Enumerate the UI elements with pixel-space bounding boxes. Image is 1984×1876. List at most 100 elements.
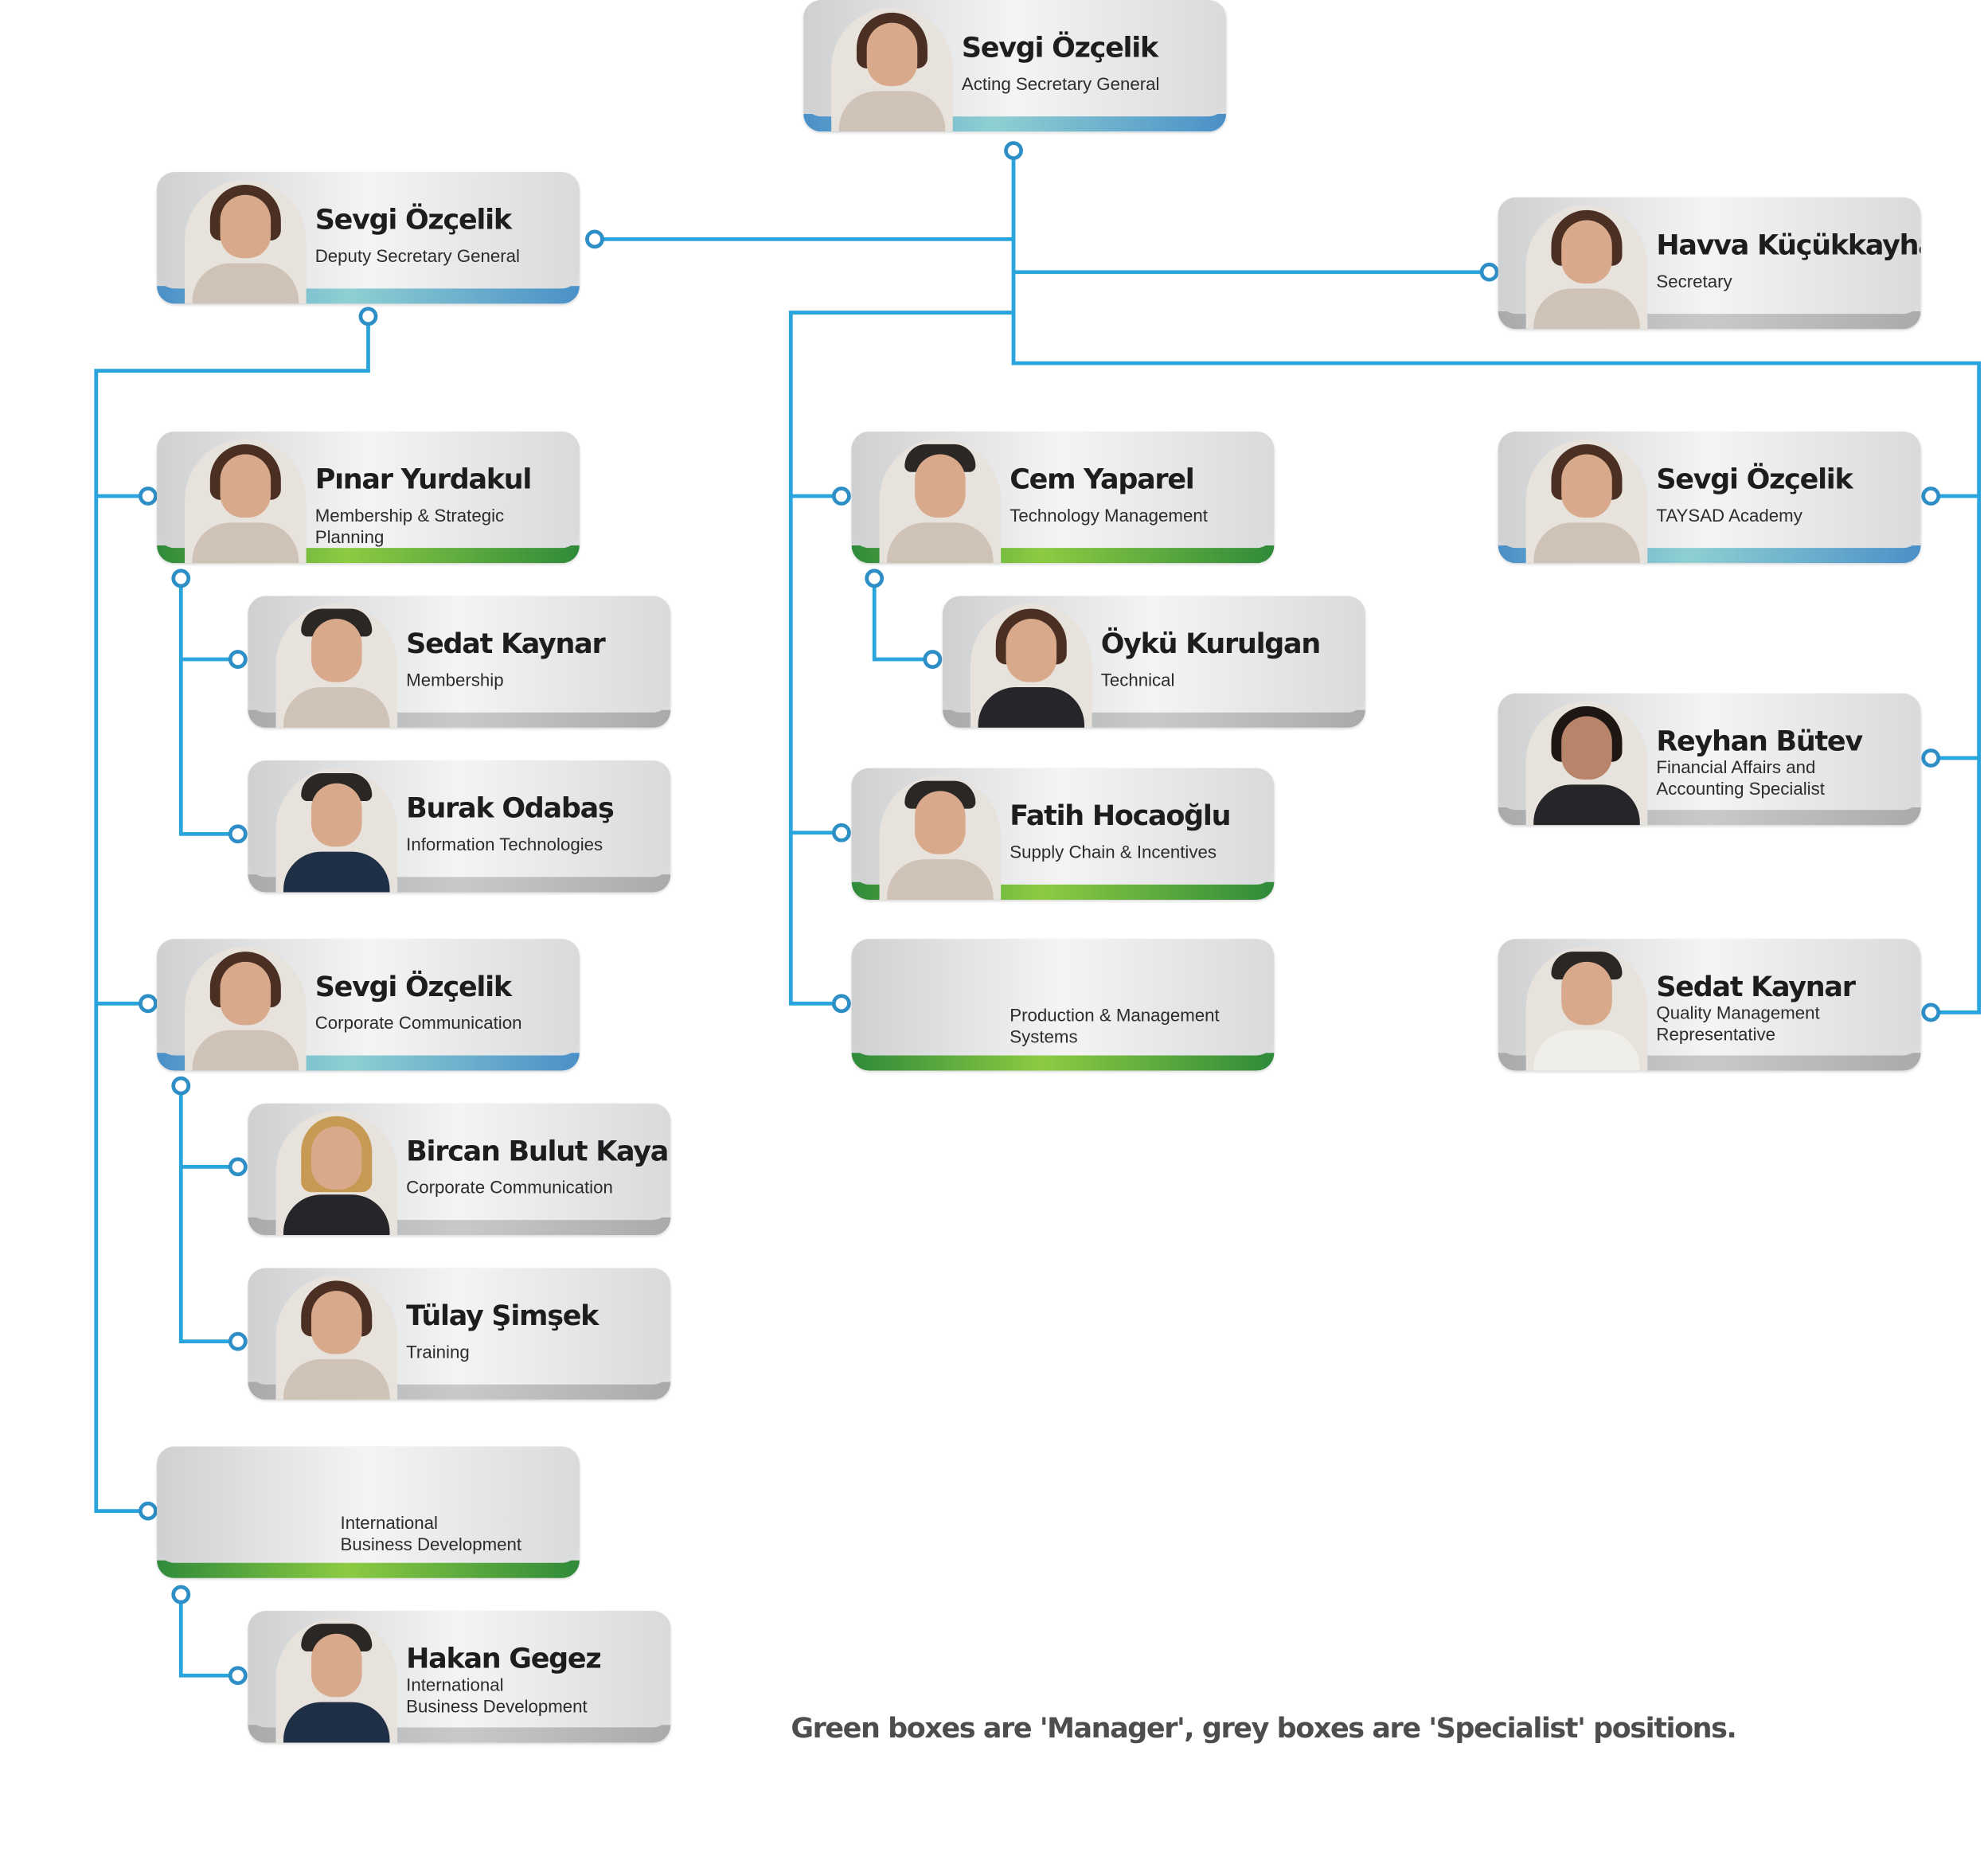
avatar: [1525, 946, 1648, 1071]
connector-node: [923, 650, 943, 669]
card-production-management-systems[interactable]: Production & Management Systems: [851, 939, 1275, 1071]
connector-node: [171, 569, 191, 588]
position-title: Training: [406, 1341, 470, 1362]
position-title-line: Production & Management: [1010, 1004, 1220, 1026]
person-name: Sevgi Özçelik: [314, 205, 512, 237]
card-taysad-academy[interactable]: Sevgi Özçelik TAYSAD Academy: [1498, 431, 1921, 564]
card-membership[interactable]: Sedat Kaynar Membership: [248, 596, 671, 728]
avatar: [275, 768, 398, 893]
person-name: Tülay Şimşek: [406, 1300, 599, 1333]
connector-node: [1921, 748, 1941, 768]
connector-node: [358, 307, 378, 326]
connector-node: [831, 487, 851, 506]
position-title-line: Systems: [1010, 1026, 1078, 1047]
connector-node: [171, 1585, 191, 1604]
position-title: Membership & Strategic Planning: [314, 505, 505, 547]
avatar: [185, 179, 307, 304]
position-title: Production & Management Systems: [1010, 1005, 1269, 1048]
connector-node: [228, 1666, 248, 1686]
connector-node: [585, 229, 604, 249]
avatar: [1525, 701, 1648, 826]
avatar: [970, 604, 1092, 728]
role-band: [851, 1053, 1275, 1071]
connector-node: [139, 487, 158, 506]
position-title-line: International: [340, 1512, 438, 1533]
person-name: Sedat Kaynar: [1656, 971, 1856, 1004]
position-title: TAYSAD Academy: [1656, 505, 1802, 526]
position-title: Financial Affairs and Accounting Special…: [1656, 756, 1916, 799]
connector-node: [1004, 141, 1023, 161]
card-financial-affairs[interactable]: Reyhan Bütev Financial Affairs and Accou…: [1498, 693, 1921, 826]
avatar: [275, 1111, 398, 1236]
connector-node: [228, 824, 248, 844]
position-title-line: Financial Affairs and: [1656, 756, 1816, 777]
person-name: Hakan Gegez: [406, 1643, 602, 1676]
card-technical[interactable]: Öykü Kurulgan Technical: [943, 596, 1365, 728]
card-technology-management[interactable]: Cem Yaparel Technology Management: [851, 431, 1275, 564]
position-title-line: Business Development: [340, 1534, 522, 1554]
avatar: [879, 776, 1002, 900]
connector-node: [171, 1076, 191, 1096]
avatar: [879, 439, 1002, 564]
connector-node: [831, 823, 851, 842]
person-name: Sevgi Özçelik: [961, 33, 1158, 65]
position-title: Membership: [406, 669, 504, 690]
position-title: International Business Development: [406, 1675, 666, 1718]
card-corporate-communication[interactable]: Bircan Bulut Kaya Corporate Communicatio…: [248, 1103, 671, 1236]
card-international-business-development-lead[interactable]: International Business Development: [157, 1446, 580, 1578]
position-title-line: Representative: [1656, 1023, 1776, 1045]
card-quality-management[interactable]: Sedat Kaynar Quality Management Represen…: [1498, 939, 1921, 1071]
person-name: Sedat Kaynar: [406, 628, 606, 661]
legend-note: Green boxes are 'Manager', grey boxes ar…: [791, 1713, 1736, 1745]
card-training[interactable]: Tülay Şimşek Training: [248, 1268, 671, 1400]
card-membership-strategic-planning[interactable]: Pınar Yurdakul Membership & Strategic Pl…: [157, 431, 580, 564]
avatar: [275, 1276, 398, 1400]
position-title-line: Quality Management: [1656, 1002, 1820, 1023]
connector-node: [228, 1331, 248, 1351]
position-title: Technical: [1100, 669, 1175, 690]
person-name: Burak Odabaş: [406, 793, 615, 826]
person-name: Pınar Yurdakul: [314, 464, 533, 497]
position-title-line: Accounting Specialist: [1656, 778, 1825, 799]
position-title: Quality Management Representative: [1656, 1002, 1916, 1045]
avatar: [185, 946, 307, 1071]
person-name: Cem Yaparel: [1010, 464, 1195, 497]
connector-node: [228, 650, 248, 669]
person-name: Bircan Bulut Kaya: [406, 1136, 669, 1168]
position-title: Supply Chain & Incentives: [1010, 841, 1217, 862]
card-acting-secretary-general[interactable]: Sevgi Özçelik Acting Secretary General: [803, 0, 1227, 132]
avatar: [1525, 439, 1648, 564]
position-title-line: International: [406, 1674, 504, 1695]
connector-node: [1921, 1002, 1941, 1022]
connector-node: [865, 569, 885, 588]
position-title: Technology Management: [1010, 505, 1208, 526]
role-band: [157, 1560, 580, 1578]
person-name: Fatih Hocaoğlu: [1010, 801, 1231, 833]
card-secretary[interactable]: Havva Küçükkayhan Secretary: [1498, 197, 1921, 330]
position-title: Deputy Secretary General: [314, 245, 520, 266]
card-international-business-development[interactable]: Hakan Gegez International Business Devel…: [248, 1611, 671, 1743]
position-title: Acting Secretary General: [961, 73, 1160, 94]
avatar: [185, 439, 307, 564]
person-name: Sevgi Özçelik: [1656, 464, 1853, 497]
card-information-technologies[interactable]: Burak Odabaş Information Technologies: [248, 760, 671, 893]
card-supply-chain-incentives[interactable]: Fatih Hocaoğlu Supply Chain & Incentives: [851, 768, 1275, 900]
card-corporate-communication-lead[interactable]: Sevgi Özçelik Corporate Communication: [157, 939, 580, 1071]
card-deputy-secretary-general[interactable]: Sevgi Özçelik Deputy Secretary General: [157, 172, 580, 304]
position-title: Secretary: [1656, 271, 1732, 291]
avatar: [275, 604, 398, 728]
connector-node: [139, 994, 158, 1014]
position-title: Corporate Communication: [406, 1177, 613, 1198]
avatar: [1525, 205, 1648, 330]
person-name: Havva Küçükkayhan: [1656, 230, 1920, 262]
connector-node: [1479, 262, 1499, 282]
connector-node: [831, 994, 851, 1014]
position-title: International Business Development: [341, 1512, 580, 1555]
avatar: [275, 1618, 398, 1743]
connector-node: [228, 1157, 248, 1177]
person-name: Reyhan Bütev: [1656, 726, 1863, 758]
person-name: Öykü Kurulgan: [1100, 628, 1322, 661]
position-title-line: Business Development: [406, 1695, 588, 1717]
